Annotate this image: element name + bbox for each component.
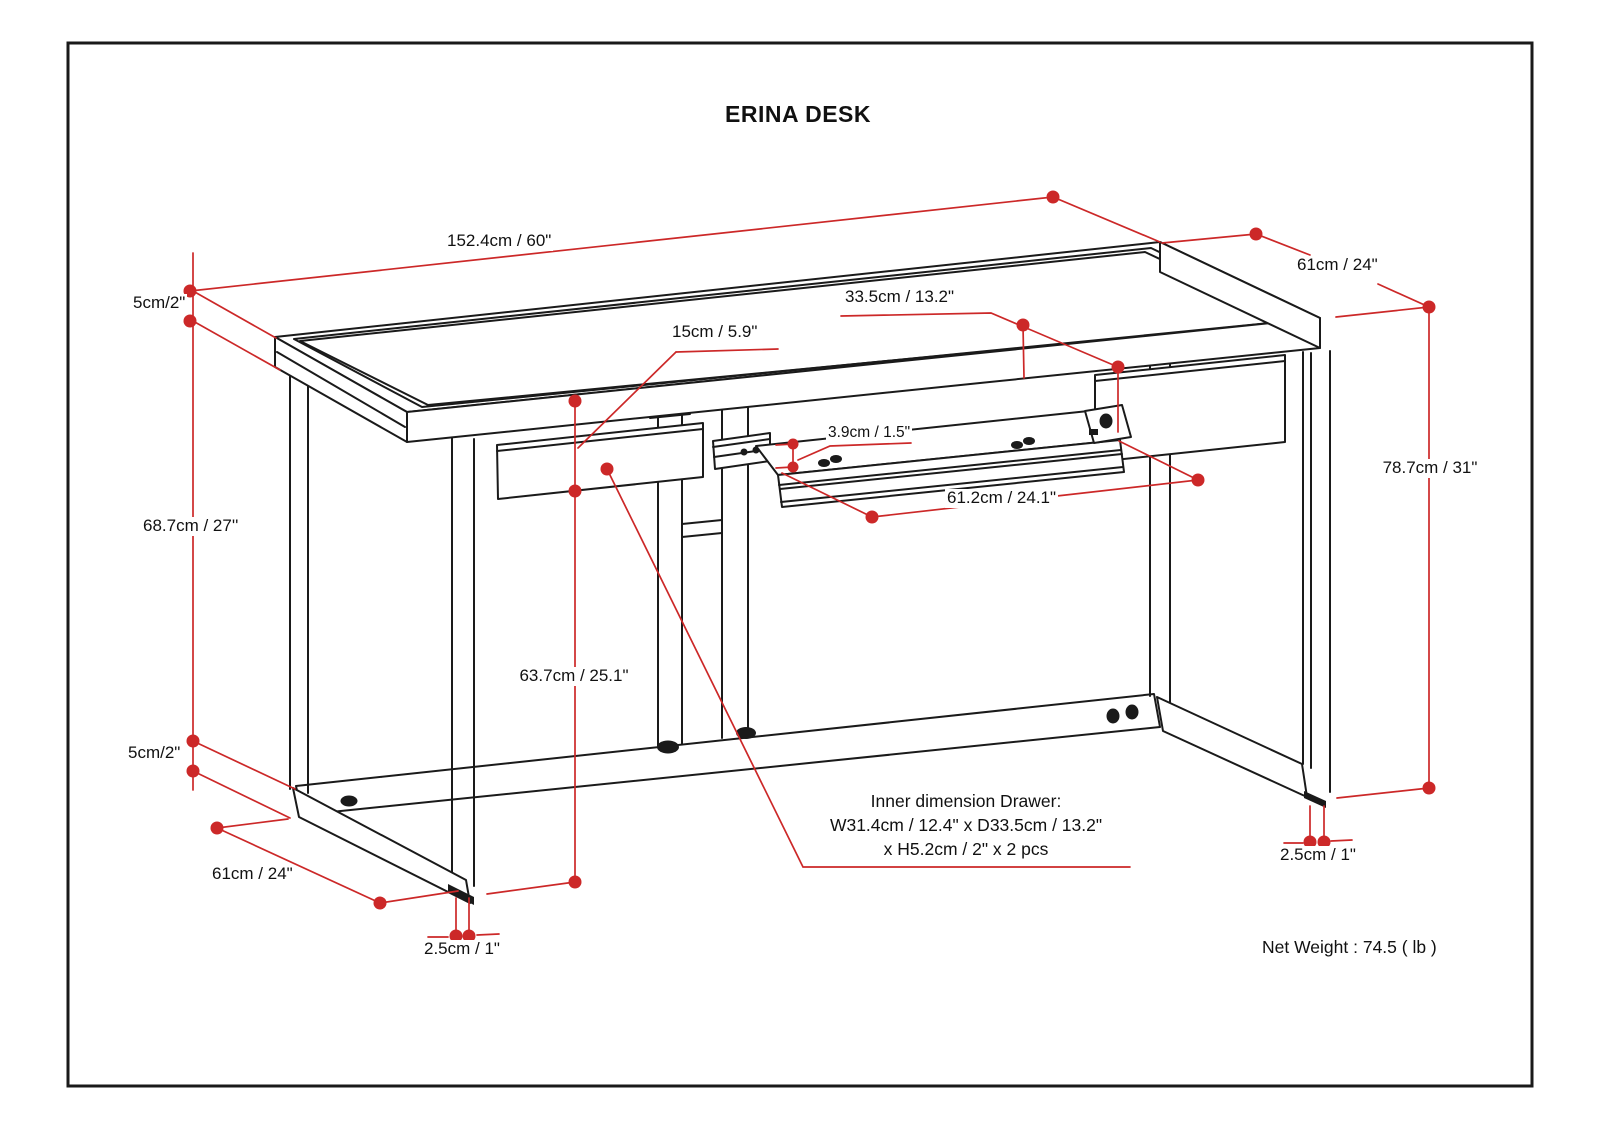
- dim-label-base-height: 5cm/2": [126, 743, 183, 763]
- dim-label-top-width: 152.4cm / 60": [445, 231, 554, 251]
- dim-label-tray-width: 61.2cm / 24.1": [945, 488, 1059, 508]
- tray-front-rail: [777, 439, 1125, 508]
- page-title: ERINA DESK: [723, 101, 873, 128]
- tower-foot-dot: [657, 740, 679, 754]
- dim-tray-setback-line: [840, 312, 1119, 368]
- dim-label-apron-height: 68.7cm / 27'': [141, 516, 241, 536]
- dim-label-tray-lip: 3.9cm / 1.5": [826, 424, 913, 442]
- page-border: [66, 41, 1534, 1088]
- crossbar-bolt-dot: [1106, 708, 1120, 724]
- desk-illustration: [274, 241, 1331, 905]
- inner-drawer-note-line3: x H5.2cm / 2" x 2 pcs: [883, 839, 1049, 859]
- tray-right-bracket: [1084, 404, 1132, 444]
- dim-base-depth-line: [213, 818, 459, 904]
- dim-inner-drawer-leader: [606, 468, 1131, 868]
- left-foot-pad: [448, 884, 474, 905]
- left-glide-dot: [340, 795, 358, 807]
- dim-label-overall-height: 78.7cm / 31": [1380, 458, 1480, 478]
- desktop: [274, 241, 1321, 443]
- dim-label-leg-left: 2.5cm / 1": [422, 939, 502, 959]
- dim-label-clearance: 63.7cm / 25.1": [517, 666, 631, 686]
- dim-label-leg-right: 2.5cm / 1": [1278, 845, 1358, 865]
- inner-drawer-note-line1: Inner dimension Drawer:: [870, 791, 1062, 811]
- net-weight-note: Net Weight : 74.5 ( lb ): [1260, 937, 1439, 958]
- dim-label-base-depth: 61cm / 24": [210, 864, 295, 884]
- right-leg: [1149, 277, 1331, 808]
- dimension-endpoint-dots: [183, 190, 1436, 943]
- keyboard-tray: [712, 404, 1132, 508]
- left-drawer-front: [496, 422, 704, 500]
- dim-label-top-depth: 61cm / 24": [1295, 255, 1380, 275]
- right-foot-pad: [1304, 791, 1326, 808]
- tray-clips: [818, 437, 1035, 467]
- left-leg: [289, 373, 475, 905]
- dim-label-tray-setback: 33.5cm / 13.2": [843, 287, 957, 307]
- crossbar-bolt-dot: [1125, 704, 1139, 720]
- inner-drawer-note-line2: W31.4cm / 12.4" x D33.5cm / 13.2": [829, 815, 1103, 835]
- dim-label-top-thickness: 5cm/2": [131, 293, 188, 313]
- inner-drawer-note: Inner dimension Drawer: W31.4cm / 12.4" …: [830, 789, 1102, 861]
- tower-foot-dot: [736, 727, 756, 739]
- dim-label-drawer-front: 15cm / 5.9": [670, 322, 760, 342]
